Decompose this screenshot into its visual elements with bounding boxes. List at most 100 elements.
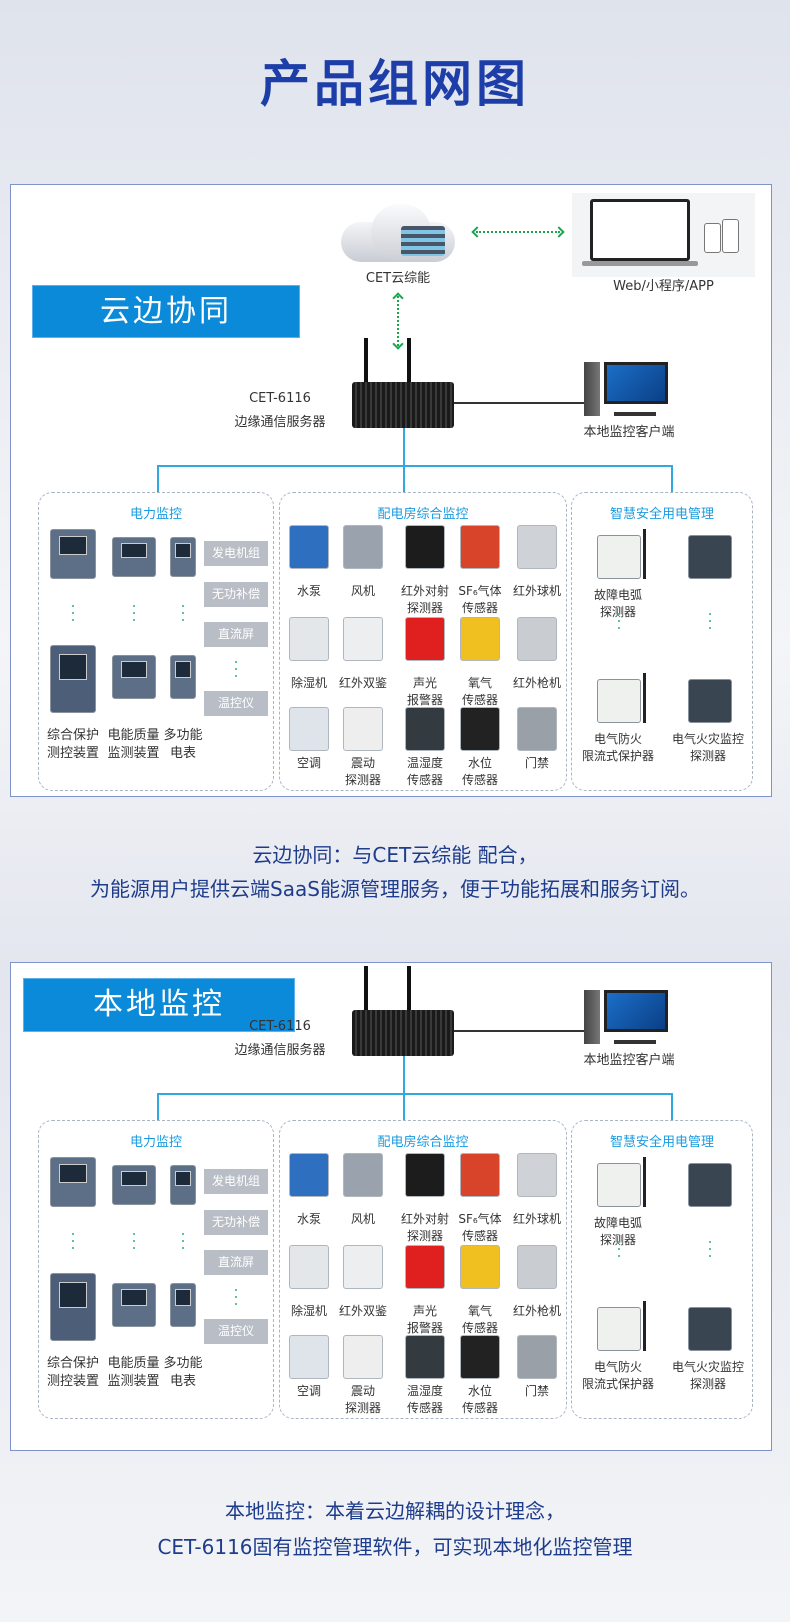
power-category-button[interactable]: 温控仪 <box>204 691 268 716</box>
power-category-button[interactable]: 温控仪 <box>204 1319 268 1344</box>
power-category-button[interactable]: 无功补偿 <box>204 1210 268 1235</box>
power-device-image <box>170 1283 196 1327</box>
local-monitor-tag: 本地监控 <box>23 978 295 1032</box>
safety-device-image <box>688 679 732 723</box>
room-device-label: 水位 传感器 <box>461 1384 498 1415</box>
web-app-label: Web/小程序/APP <box>613 279 714 294</box>
safety-device-label: 故障电弧 探测器 <box>593 588 642 619</box>
pc-monitor-image <box>604 990 668 1032</box>
group-title: 智慧安全用电管理 <box>609 1135 714 1150</box>
room-device-label: 温湿度 传感器 <box>406 1384 443 1415</box>
vibration-detector-icon <box>343 707 383 751</box>
more-dots-icon <box>618 613 620 629</box>
ir-detector-icon <box>343 1245 383 1289</box>
room-device-label: 声光 报警器 <box>406 676 443 707</box>
alarm-icon <box>405 617 445 661</box>
antenna-icon <box>407 338 411 390</box>
cloud-edge-tag: 云边协同 <box>32 285 300 338</box>
antenna-icon <box>643 1301 646 1351</box>
device-screen <box>58 653 88 681</box>
device-screen <box>120 661 148 678</box>
dome-camera-icon <box>517 1153 557 1197</box>
gas-sensor-icon <box>460 1153 500 1197</box>
safety-device-image <box>597 1163 641 1207</box>
device-screen <box>120 542 148 558</box>
thermo-hygrometer-icon <box>405 1335 445 1379</box>
power-device-image <box>170 655 196 699</box>
bullet-camera-icon <box>517 1245 557 1289</box>
room-device-label: 门禁 <box>524 756 549 770</box>
room-device-label: 水泵 <box>296 1212 321 1226</box>
water-level-icon <box>460 707 500 751</box>
cloud-label: CET云综能 <box>365 271 431 286</box>
server-model-label: CET-6116 <box>249 391 311 406</box>
group-title: 智慧安全用电管理 <box>609 507 714 522</box>
power-category-button[interactable]: 直流屏 <box>204 622 268 647</box>
room-device-label: 红外对射 探测器 <box>400 584 449 615</box>
cloud-edge-caption-line-1: 云边协同：与CET云综能 配合， <box>252 843 538 867</box>
power-category-button[interactable]: 无功补偿 <box>204 582 268 607</box>
antenna-icon <box>407 966 411 1018</box>
antenna-icon <box>643 1157 646 1207</box>
device-screen <box>58 1281 88 1309</box>
network-tree-line <box>403 428 405 465</box>
web-app-screens-image <box>572 193 755 277</box>
edge-server-image <box>352 382 454 428</box>
room-device-label: 空调 <box>296 756 321 770</box>
antenna-icon <box>364 966 368 1018</box>
room-device-label: 氧气 传感器 <box>461 676 498 707</box>
more-dots-icon <box>133 1233 135 1249</box>
power-device-image <box>112 537 156 577</box>
room-device-label: 氧气 传感器 <box>461 1304 498 1335</box>
room-device-label: 红外枪机 <box>512 1304 561 1318</box>
ir-beam-icon <box>405 1153 445 1197</box>
more-dots-icon <box>235 1289 237 1305</box>
network-tree-line <box>157 465 159 493</box>
client-label: 本地监控客户端 <box>583 1053 675 1068</box>
power-device-image <box>112 655 156 699</box>
pc-tower-image <box>584 990 600 1044</box>
power-device-image <box>50 529 96 579</box>
room-device-label: 红外双鉴 <box>338 1304 387 1318</box>
power-monitor-group: 电力监控综合保护 测控装置电能质量 监测装置多功能 电表发电机组无功补偿直流屏温… <box>38 492 274 791</box>
room-device-label: 空调 <box>296 1384 321 1398</box>
group-title: 电力监控 <box>129 1135 182 1150</box>
cloud-web-link-arrow <box>471 226 565 238</box>
power-device-label: 电能质量 监测装置 <box>107 1356 160 1389</box>
server-name-label: 边缘通信服务器 <box>234 1043 326 1058</box>
power-device-label: 多功能 电表 <box>163 728 203 761</box>
network-tree-line <box>671 1093 673 1121</box>
group-title: 电力监控 <box>129 507 182 522</box>
pc-monitor-image <box>604 362 668 404</box>
access-control-icon <box>517 707 557 751</box>
power-device-image <box>50 645 96 713</box>
room-device-label: 红外双鉴 <box>338 676 387 690</box>
cloud-edge-caption-line-2: 为能源用户提供云端SaaS能源管理服务，便于功能拓展和服务订阅。 <box>90 877 700 901</box>
antenna-icon <box>643 529 646 579</box>
oxygen-sensor-icon <box>460 1245 500 1289</box>
safety-device-label: 电气防火 限流式保护器 <box>581 732 654 763</box>
room-device-label: SF₆气体 传感器 <box>458 1212 502 1243</box>
power-device-image <box>112 1165 156 1205</box>
edge-server-image <box>352 1010 454 1056</box>
group-title: 配电房综合监控 <box>377 507 469 522</box>
more-dots-icon <box>72 1233 74 1249</box>
room-device-label: 震动 探测器 <box>344 756 381 787</box>
alarm-icon <box>405 1245 445 1289</box>
device-screen <box>175 542 191 558</box>
keyboard-image <box>614 1040 656 1044</box>
room-device-label: 风机 <box>350 1212 375 1226</box>
room-device-label: 除湿机 <box>290 1304 327 1318</box>
power-category-button[interactable]: 发电机组 <box>204 541 268 566</box>
room-device-label: 水泵 <box>296 584 321 598</box>
room-device-label: SF₆气体 传感器 <box>458 584 502 615</box>
smart-safety-group: 智慧安全用电管理故障电弧 探测器电气防火 限流式保护器电气火灾监控 探测器 <box>571 1120 753 1419</box>
power-category-button[interactable]: 发电机组 <box>204 1169 268 1194</box>
safety-device-image <box>688 1307 732 1351</box>
cloud-icon <box>341 204 455 262</box>
power-category-button[interactable]: 直流屏 <box>204 1250 268 1275</box>
safety-device-label: 电气火灾监控 探测器 <box>671 732 744 763</box>
access-control-icon <box>517 1335 557 1379</box>
device-screen <box>120 1289 148 1306</box>
